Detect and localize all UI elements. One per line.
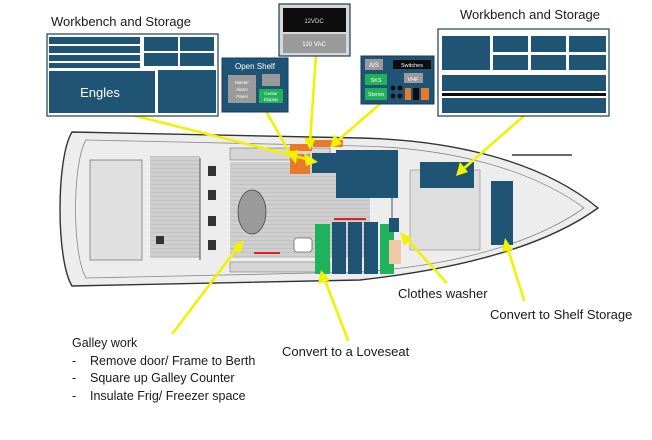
winch xyxy=(156,236,164,244)
galley-item-2: - Square up Galley Counter xyxy=(72,370,255,388)
galley-sink xyxy=(293,237,313,253)
stereo-label: Stereo xyxy=(368,92,384,98)
nav-block xyxy=(312,153,340,173)
ais-panel: AIS Switches SKS VHF Stereo xyxy=(360,55,435,105)
orange-strip xyxy=(313,140,343,147)
arrow-head xyxy=(400,232,412,246)
convert-loveseat-label: Convert to a Loveseat xyxy=(282,344,410,359)
workbench-right-title: Workbench and Storage xyxy=(460,7,600,22)
arrow-head xyxy=(286,150,298,164)
galley-item-3: - Insulate Frig/ Freezer space xyxy=(72,388,255,406)
open-shelf-label: Open Shelf xyxy=(235,62,276,71)
bow-shelf-block xyxy=(491,181,513,245)
switches-label: Switches xyxy=(401,63,423,69)
arrow-head xyxy=(318,270,330,284)
sks-label: SKS xyxy=(370,78,381,84)
washer-block xyxy=(389,218,399,232)
workbench-right-panel xyxy=(437,28,610,117)
12vdc-label: 12VDC xyxy=(304,19,324,25)
convert-shelf-label: Convert to Shelf Storage xyxy=(490,307,633,322)
arrow-loveseat xyxy=(322,276,350,342)
arrow-head xyxy=(456,162,468,176)
loveseat-green-left xyxy=(315,224,330,274)
cockpit-area xyxy=(89,159,143,261)
arrow-convert-shelf xyxy=(505,244,526,302)
master-alarm-line-2: Alarm xyxy=(236,87,248,92)
center-display-line-1: Center xyxy=(264,91,278,96)
workbench-left-title: Workbench and Storage xyxy=(51,14,191,29)
clothes-washer-label: Clothes washer xyxy=(398,286,488,301)
engles-label: Engles xyxy=(80,85,120,100)
arrow-head xyxy=(502,238,513,252)
bullet-dash: - xyxy=(72,353,77,368)
hull-drawing xyxy=(59,131,600,287)
bullet-dash: - xyxy=(72,371,77,385)
120vac-label: 120 VAC xyxy=(302,42,326,48)
arrow-galley xyxy=(171,245,240,335)
arrow-workbench-left xyxy=(130,113,312,162)
center-display-line-2: Display xyxy=(264,97,280,102)
arrow-open-shelf xyxy=(260,102,294,159)
arrow-12vdc xyxy=(308,53,318,144)
master-alarm-line-3: Panel xyxy=(236,94,248,99)
galley-notes: Galley work - Remove door/ Frame to Bert… xyxy=(72,335,255,405)
ais-label: AIS xyxy=(369,63,379,69)
arrow-head xyxy=(330,134,342,148)
vhf-label: VHF xyxy=(408,77,420,83)
bullet-dash: - xyxy=(72,388,77,403)
galley-item-1: - Remove door/ Frame to Berth xyxy=(72,353,255,371)
arrow-head xyxy=(304,153,318,166)
loveseat-navy-2 xyxy=(348,222,362,274)
engles-block xyxy=(49,71,155,113)
settee-storage-block xyxy=(336,150,398,198)
winch xyxy=(208,190,216,200)
galley-item-text: Square up Galley Counter xyxy=(90,371,235,385)
leader-lines xyxy=(130,53,527,342)
galley-item-text: Remove door/ Frame to Berth xyxy=(90,353,256,368)
arrow-workbench-right xyxy=(460,113,527,172)
loveseat-navy-1 xyxy=(332,222,346,274)
galley-item-text: Insulate Frig/ Freezer space xyxy=(90,388,246,403)
washer-peach xyxy=(389,240,401,264)
table xyxy=(237,189,267,235)
loveseat-navy-3 xyxy=(364,222,378,274)
winch xyxy=(208,216,216,226)
open-shelf-panel: Open Shelf Master Alarm Panel Center Dis… xyxy=(221,57,289,113)
winch xyxy=(208,240,216,250)
galley-title: Galley work xyxy=(72,336,138,350)
arrow-washer xyxy=(404,236,448,284)
arrow-ais-panel xyxy=(334,102,382,144)
winch xyxy=(208,166,216,176)
arrow-head xyxy=(232,240,244,254)
master-alarm-line-1: Master xyxy=(235,80,249,85)
power-panel: 12VDC 120 VAC xyxy=(278,3,351,57)
orange-strip xyxy=(290,144,312,151)
arrow-head xyxy=(304,138,316,150)
workbench-left-panel: Engles xyxy=(46,33,219,117)
